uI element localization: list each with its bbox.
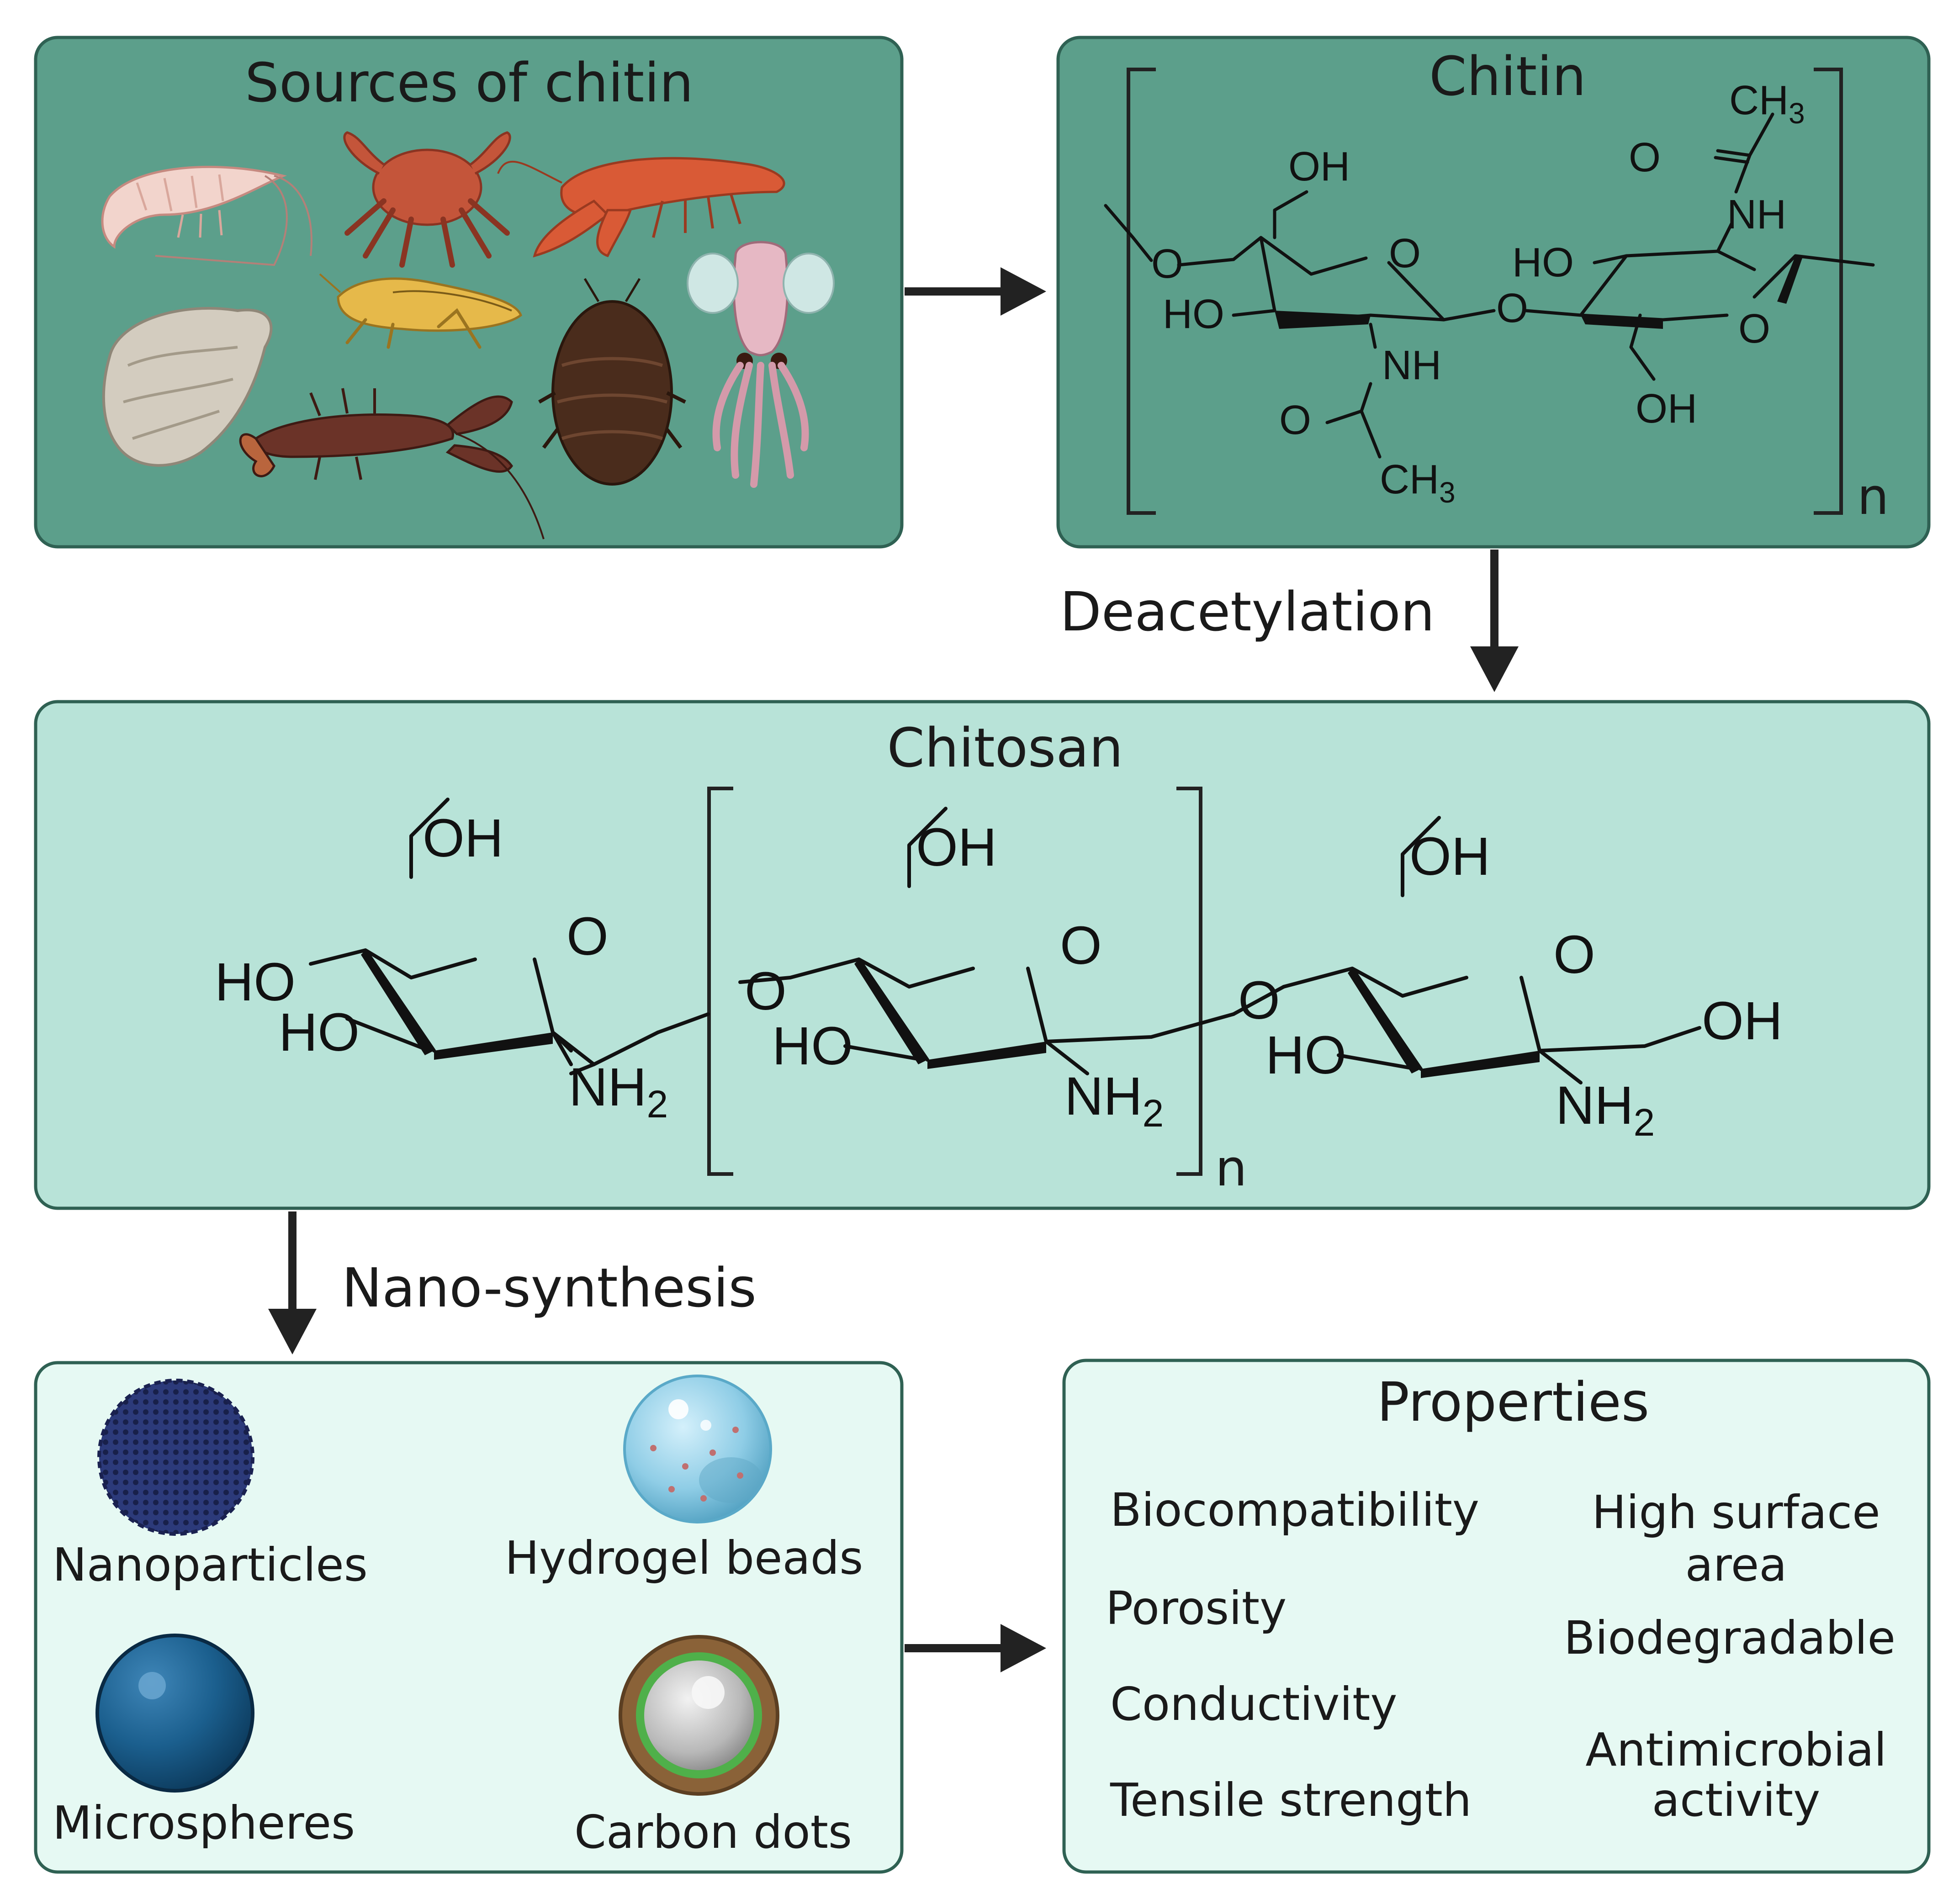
sources-title: Sources of chitin (245, 51, 694, 114)
grasshopper-icon (319, 273, 522, 349)
chitin-oh-bottom: OH (1636, 386, 1697, 432)
chitin-o-left: O (1151, 241, 1183, 287)
chitin-ch3-upper: CH3 (1729, 78, 1805, 130)
chitosan-u1-nh2: NH2 (569, 1057, 668, 1126)
carbon-dot-icon (619, 1635, 779, 1796)
chitosan-u3-ring-o: O (1553, 925, 1595, 985)
shrimp-icon (101, 165, 312, 266)
prop-biocompatibility: Biocompatibility (1110, 1483, 1479, 1537)
chitin-o-lower: O (1279, 397, 1311, 443)
chitosan-u3-oh-end: OH (1702, 991, 1783, 1051)
chitosan-u1-ho1: HO (215, 952, 296, 1012)
chitosan-u1-oh: OH (423, 808, 503, 868)
hydrogel-bead-icon (623, 1375, 772, 1523)
chitin-ring-o1: O (1389, 231, 1421, 276)
chitosan-u3-ho: HO (1265, 1025, 1346, 1085)
prop-tensile-strength: Tensile strength (1110, 1773, 1472, 1827)
deacetylation-label: Deacetylation (1060, 580, 1435, 643)
microspheres-label: Microspheres (53, 1796, 355, 1850)
chitin-ch3-lower: CH3 (1380, 457, 1456, 509)
chitosan-u1-ho2: HO (279, 1002, 360, 1063)
chitin-title: Chitin (1429, 45, 1586, 108)
crab-icon (343, 131, 511, 268)
chitosan-structure (309, 787, 1701, 1176)
chitin-repeat-n: n (1857, 467, 1889, 526)
chitin-ring-o2: O (1738, 306, 1770, 352)
arrow-nanosynthesis (268, 1211, 317, 1354)
chitosan-u1-ring-o: O (567, 906, 609, 967)
prop-activity: activity (1652, 1773, 1821, 1827)
chitin-nh-upper: NH (1727, 192, 1786, 238)
prop-high-surface: High surface (1592, 1486, 1880, 1539)
chitosan-u3-oh: OH (1409, 826, 1490, 887)
lobster-icon (239, 388, 545, 539)
chitosan-u2-oh: OH (916, 817, 997, 878)
prop-conductivity: Conductivity (1110, 1677, 1398, 1731)
arrow-sources-to-chitin (905, 267, 1046, 316)
nanoparticle-icon (97, 1379, 254, 1536)
chitosan-u3-nh2: NH2 (1556, 1075, 1655, 1144)
chitosan-link-o1: O (745, 961, 787, 1021)
chitosan-link-o2: O (1238, 970, 1280, 1031)
nanosynthesis-label: Nano-synthesis (342, 1256, 757, 1319)
chitosan-panel (34, 700, 1931, 1210)
properties-title: Properties (1377, 1370, 1649, 1433)
prop-antimicrobial: Antimicrobial (1585, 1723, 1886, 1777)
chitosan-title: Chitosan (887, 716, 1123, 779)
hydrogel-beads-label: Hydrogel beads (505, 1531, 863, 1585)
properties-panel (1062, 1359, 1931, 1874)
nanoparticles-label: Nanoparticles (53, 1538, 368, 1592)
chitin-nh-lower: NH (1382, 343, 1441, 388)
arrow-deacetylation (1470, 550, 1519, 692)
arrow-nano-to-properties (905, 1624, 1046, 1672)
chitosan-u2-ho: HO (772, 1016, 853, 1076)
cockroach-icon (538, 278, 686, 486)
carbon-dots-label: Carbon dots (574, 1805, 852, 1859)
prop-biodegradable: Biodegradable (1564, 1611, 1895, 1665)
chitin-o-upper: O (1629, 135, 1661, 180)
prop-porosity: Porosity (1106, 1581, 1287, 1635)
chitosan-repeat-n: n (1215, 1139, 1247, 1197)
chitin-panel (1056, 36, 1931, 549)
crayfish-icon (497, 157, 785, 258)
oyster-icon (102, 307, 273, 467)
chitin-ho-left: HO (1163, 291, 1224, 337)
chitin-structure (1104, 68, 1875, 515)
chitin-oh-top: OH (1288, 144, 1350, 190)
chitosan-u2-ring-o: O (1060, 915, 1102, 976)
prop-area: area (1685, 1538, 1787, 1592)
chitin-ho-mid: HO (1512, 240, 1574, 286)
chitosan-u2-nh2: NH2 (1064, 1066, 1164, 1135)
microsphere-icon (95, 1634, 254, 1793)
squid-icon (687, 241, 835, 488)
chitin-bridge-o: O (1496, 286, 1528, 331)
